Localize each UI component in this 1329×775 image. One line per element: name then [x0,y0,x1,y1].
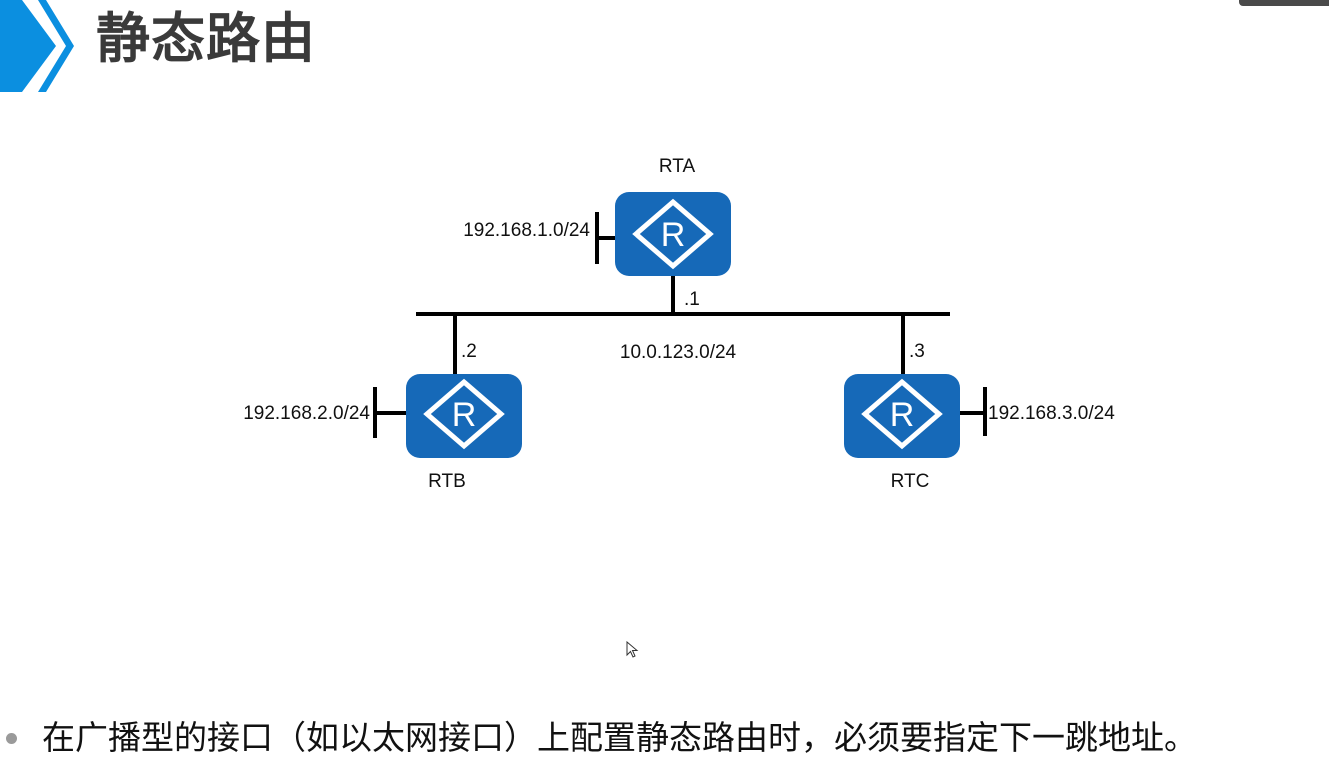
bullet-dot-icon [6,733,17,744]
lan-label-rtc: 192.168.3.0/24 [988,403,1115,424]
page-title: 静态路由 [96,7,316,70]
bullet-text: 在广播型的接口（如以太网接口）上配置静态路由时，必须要指定下一跳地址。 [42,718,1197,757]
router-rta: R [615,192,731,276]
router-name-rta: RTA [659,156,696,177]
router-glyph: R [661,216,686,254]
lan-label-rtb: 192.168.2.0/24 [243,403,370,424]
router-name-rtb: RTB [428,471,466,492]
router-glyph: R [890,396,915,434]
router-icon [615,192,731,276]
router-icon [844,374,960,458]
router-glyph: R [452,396,477,434]
interface-label-rtb: .2 [461,341,477,362]
shared-network-label: 10.0.123.0/24 [620,342,737,363]
router-name-rtc: RTC [891,471,930,492]
title-accent-chevron [0,0,74,92]
router-icon [406,374,522,458]
network-diagram: R R R RTA RTB RTC 192.168.1.0/24 192.168… [243,156,1115,492]
mouse-cursor-icon [626,641,639,658]
lan-label-rta: 192.168.1.0/24 [463,220,590,241]
interface-label-rta: .1 [684,289,700,310]
window-corner-tab [1239,0,1329,6]
interface-label-rtc: .3 [909,341,925,362]
router-rtb: R [406,374,522,458]
router-rtc: R [844,374,960,458]
